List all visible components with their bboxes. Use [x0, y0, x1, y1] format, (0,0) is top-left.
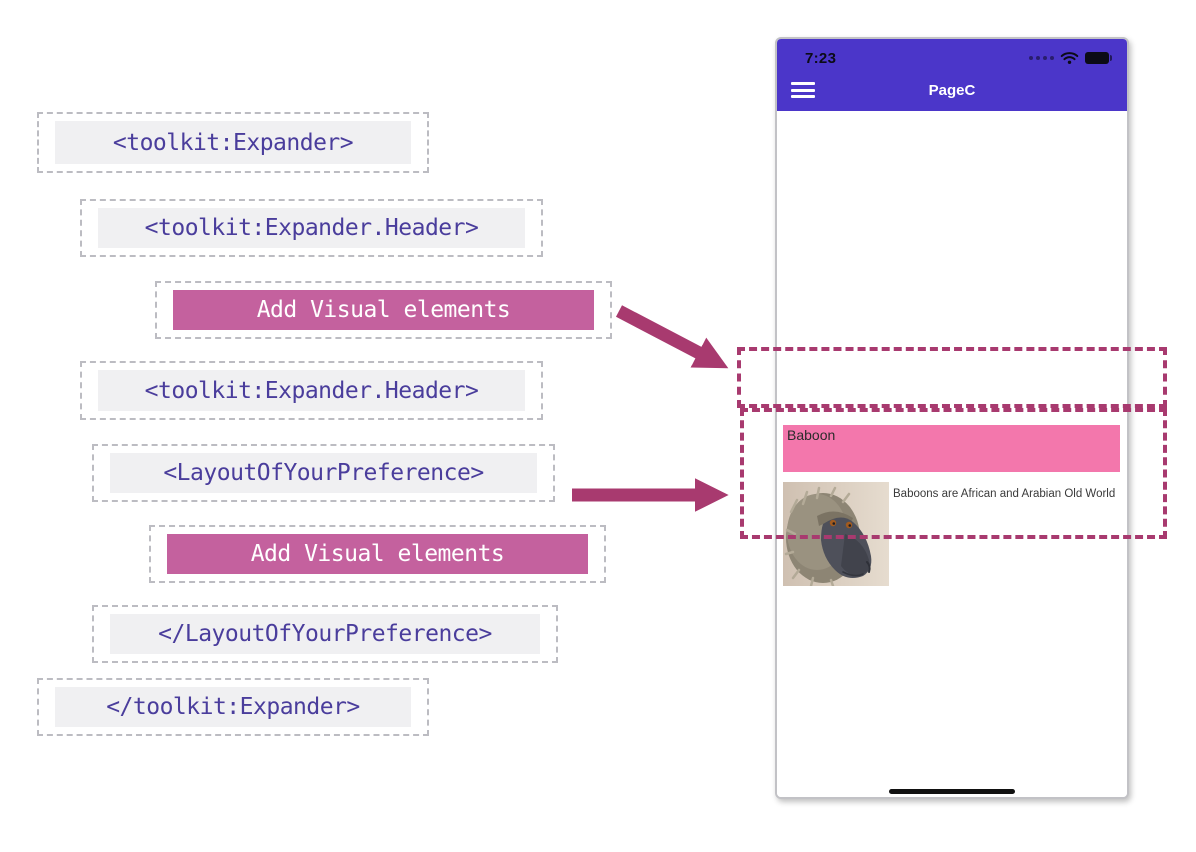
- expander-header-label: Baboon: [787, 427, 836, 443]
- code-block-label: <toolkit:Expander.Header>: [98, 208, 525, 248]
- nav-bar: PageC: [777, 69, 1127, 111]
- code-block-label: <toolkit:Expander>: [55, 121, 411, 164]
- action-block-label: Add Visual elements: [173, 290, 594, 330]
- status-bar: 7:23: [777, 39, 1127, 69]
- code-block-layout-close: </LayoutOfYourPreference>: [92, 605, 558, 663]
- header-to-phone-arrow: [615, 305, 729, 369]
- page-content: Baboon: [777, 111, 1127, 797]
- expander-content-text: Baboons are African and Arabian Old Worl…: [893, 488, 1116, 500]
- annotation-rect-header: [737, 347, 1167, 408]
- phone-header: 7:23 PageC: [777, 39, 1127, 111]
- action-block-label: Add Visual elements: [167, 534, 588, 574]
- phone-mockup: 7:23 PageC Baboon: [775, 37, 1129, 799]
- code-block-label: </toolkit:Expander>: [55, 687, 411, 727]
- cellular-dots-icon: [1029, 56, 1054, 60]
- code-block-label: </LayoutOfYourPreference>: [110, 614, 540, 654]
- wifi-icon: [1060, 52, 1079, 64]
- annotation-rect-content: [740, 408, 1167, 539]
- expander-header[interactable]: Baboon: [783, 425, 1120, 472]
- code-block-expander-close: </toolkit:Expander>: [37, 678, 429, 736]
- action-block-add-visual-content: Add Visual elements: [149, 525, 606, 583]
- battery-icon: [1085, 52, 1112, 64]
- menu-icon[interactable]: [791, 82, 815, 98]
- home-indicator[interactable]: [889, 789, 1015, 794]
- status-time: 7:23: [805, 49, 837, 67]
- code-block-label: <toolkit:Expander.Header>: [98, 370, 525, 411]
- action-block-add-visual-header: Add Visual elements: [155, 281, 612, 339]
- code-block-label: <LayoutOfYourPreference>: [110, 453, 537, 493]
- code-block-expander-open: <toolkit:Expander>: [37, 112, 429, 173]
- code-block-expander-header-open: <toolkit:Expander.Header>: [80, 199, 543, 257]
- code-block-layout-open: <LayoutOfYourPreference>: [92, 444, 555, 502]
- code-block-expander-header-close: <toolkit:Expander.Header>: [80, 361, 543, 420]
- page-title: PageC: [928, 81, 976, 99]
